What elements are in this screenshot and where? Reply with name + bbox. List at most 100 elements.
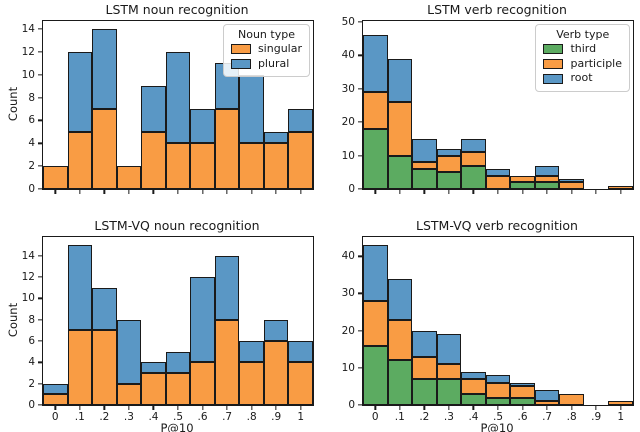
bar-segment-plural	[288, 341, 313, 363]
y-tick-label: 14	[21, 249, 35, 262]
x-tick-mark	[128, 405, 130, 410]
y-tick-mark	[38, 276, 43, 278]
x-tick-mark	[399, 405, 401, 410]
legend-label-plural: plural	[257, 56, 290, 70]
legend-entry-singular: singular	[230, 42, 302, 56]
bar-segment-third	[363, 345, 388, 405]
bar-segment-plural	[165, 351, 191, 373]
x-tick-mark	[423, 189, 426, 194]
x-tick-mark	[300, 405, 302, 410]
x-tick-mark	[128, 189, 130, 194]
x-tick-mark	[448, 189, 450, 194]
bar-segment-participle	[387, 102, 413, 156]
y-tick-label: 20	[341, 115, 355, 128]
bar-segment-singular	[116, 383, 142, 405]
bar-segment-third	[436, 172, 462, 189]
bar-segment-participle	[436, 364, 462, 379]
y-tick-label: 8	[28, 91, 35, 104]
x-tick-mark	[620, 405, 622, 410]
bar-x-.4	[141, 21, 166, 189]
x-tick-label: 0	[51, 411, 59, 423]
x-tick-mark	[226, 189, 228, 194]
bar-segment-singular	[288, 362, 313, 405]
y-tick-mark	[38, 188, 43, 190]
y-tick-mark	[38, 74, 43, 76]
x-tick-mark	[275, 189, 277, 194]
bar-segment-plural	[239, 74, 264, 144]
bar-segment-singular	[239, 362, 264, 405]
bar-x-.2	[412, 237, 437, 405]
bar-segment-third	[485, 397, 511, 405]
y-tick-mark	[358, 330, 363, 332]
bar-segment-plural	[116, 319, 142, 384]
x-tick-mark	[226, 405, 228, 410]
x-tick-mark	[54, 405, 56, 410]
bar-x-.7	[214, 237, 240, 405]
x-tick-label: .6	[517, 411, 528, 423]
bar-x-0	[43, 21, 68, 189]
bar-segment-third	[510, 182, 535, 189]
bar-x-.1	[387, 237, 413, 405]
bar-x-0	[363, 237, 388, 405]
bar-segment-participle	[412, 162, 437, 169]
x-tick-mark	[300, 189, 302, 194]
y-tick-mark	[38, 96, 43, 99]
y-tick-label: 0	[348, 398, 355, 411]
chart-title-lstm-verb: LSTM verb recognition	[427, 2, 567, 17]
x-axis-label-right: P@10	[480, 421, 514, 432]
x-tick-label: .1	[74, 411, 85, 423]
chart-title-lstm-noun: LSTM noun recognition	[105, 2, 249, 17]
bar-segment-root	[387, 278, 413, 320]
bar-x-.1	[67, 21, 93, 189]
x-tick-label: .1	[394, 411, 405, 423]
bar-segment-singular	[92, 330, 117, 405]
x-tick-label: .5	[172, 411, 184, 423]
y-tick-label: 4	[28, 356, 35, 369]
bar-segment-participle	[608, 401, 633, 405]
third-color-swatch	[543, 44, 564, 55]
y-tick-label: 4	[28, 137, 35, 150]
y-tick-label: 40	[341, 49, 355, 62]
bar-x-.3	[436, 21, 462, 189]
y-tick-mark	[38, 297, 43, 299]
bar-x-.5	[485, 21, 511, 189]
x-tick-label: 0	[371, 411, 379, 423]
y-tick-mark	[358, 154, 363, 157]
x-tick-mark	[152, 405, 155, 410]
y-tick-label: 10	[21, 68, 35, 81]
bar-segment-plural	[190, 277, 215, 363]
bar-segment-participle	[608, 185, 633, 189]
chart-title-lstmvq-verb: LSTM-VQ verb recognition	[416, 218, 578, 233]
bar-x-1	[288, 21, 313, 189]
bar-segment-root	[363, 245, 388, 301]
y-tick-mark	[38, 255, 43, 257]
bar-x-.3	[116, 237, 142, 405]
chart-title-lstmvq-noun: LSTM-VQ noun recognition	[94, 218, 260, 233]
x-tick-label: .3	[123, 411, 134, 423]
x-tick-label: 1	[297, 411, 305, 423]
x-tick-label: .4	[468, 411, 479, 423]
bar-segment-third	[412, 378, 437, 405]
bar-x-.5	[485, 237, 511, 405]
x-tick-mark	[570, 189, 573, 194]
bar-segment-plural	[214, 255, 240, 320]
bar-segment-root	[485, 375, 511, 383]
bar-segment-third	[387, 360, 413, 405]
bar-segment-root	[510, 382, 535, 387]
y-tick-label: 6	[28, 114, 35, 127]
bar-segment-participle	[387, 319, 413, 361]
y-tick-mark	[358, 121, 363, 123]
legend-label-root: root	[570, 71, 593, 85]
y-tick-mark	[358, 404, 363, 406]
bar-x-.4	[461, 237, 486, 405]
bar-segment-root	[412, 330, 437, 357]
x-tick-mark	[595, 189, 597, 194]
x-tick-label: .8	[566, 411, 577, 423]
bar-segment-plural	[43, 383, 68, 395]
y-tick-label: 14	[21, 22, 35, 35]
x-tick-mark	[472, 189, 475, 194]
y-tick-mark	[358, 255, 363, 257]
bar-x-.3	[436, 237, 462, 405]
bar-segment-singular	[263, 143, 289, 189]
